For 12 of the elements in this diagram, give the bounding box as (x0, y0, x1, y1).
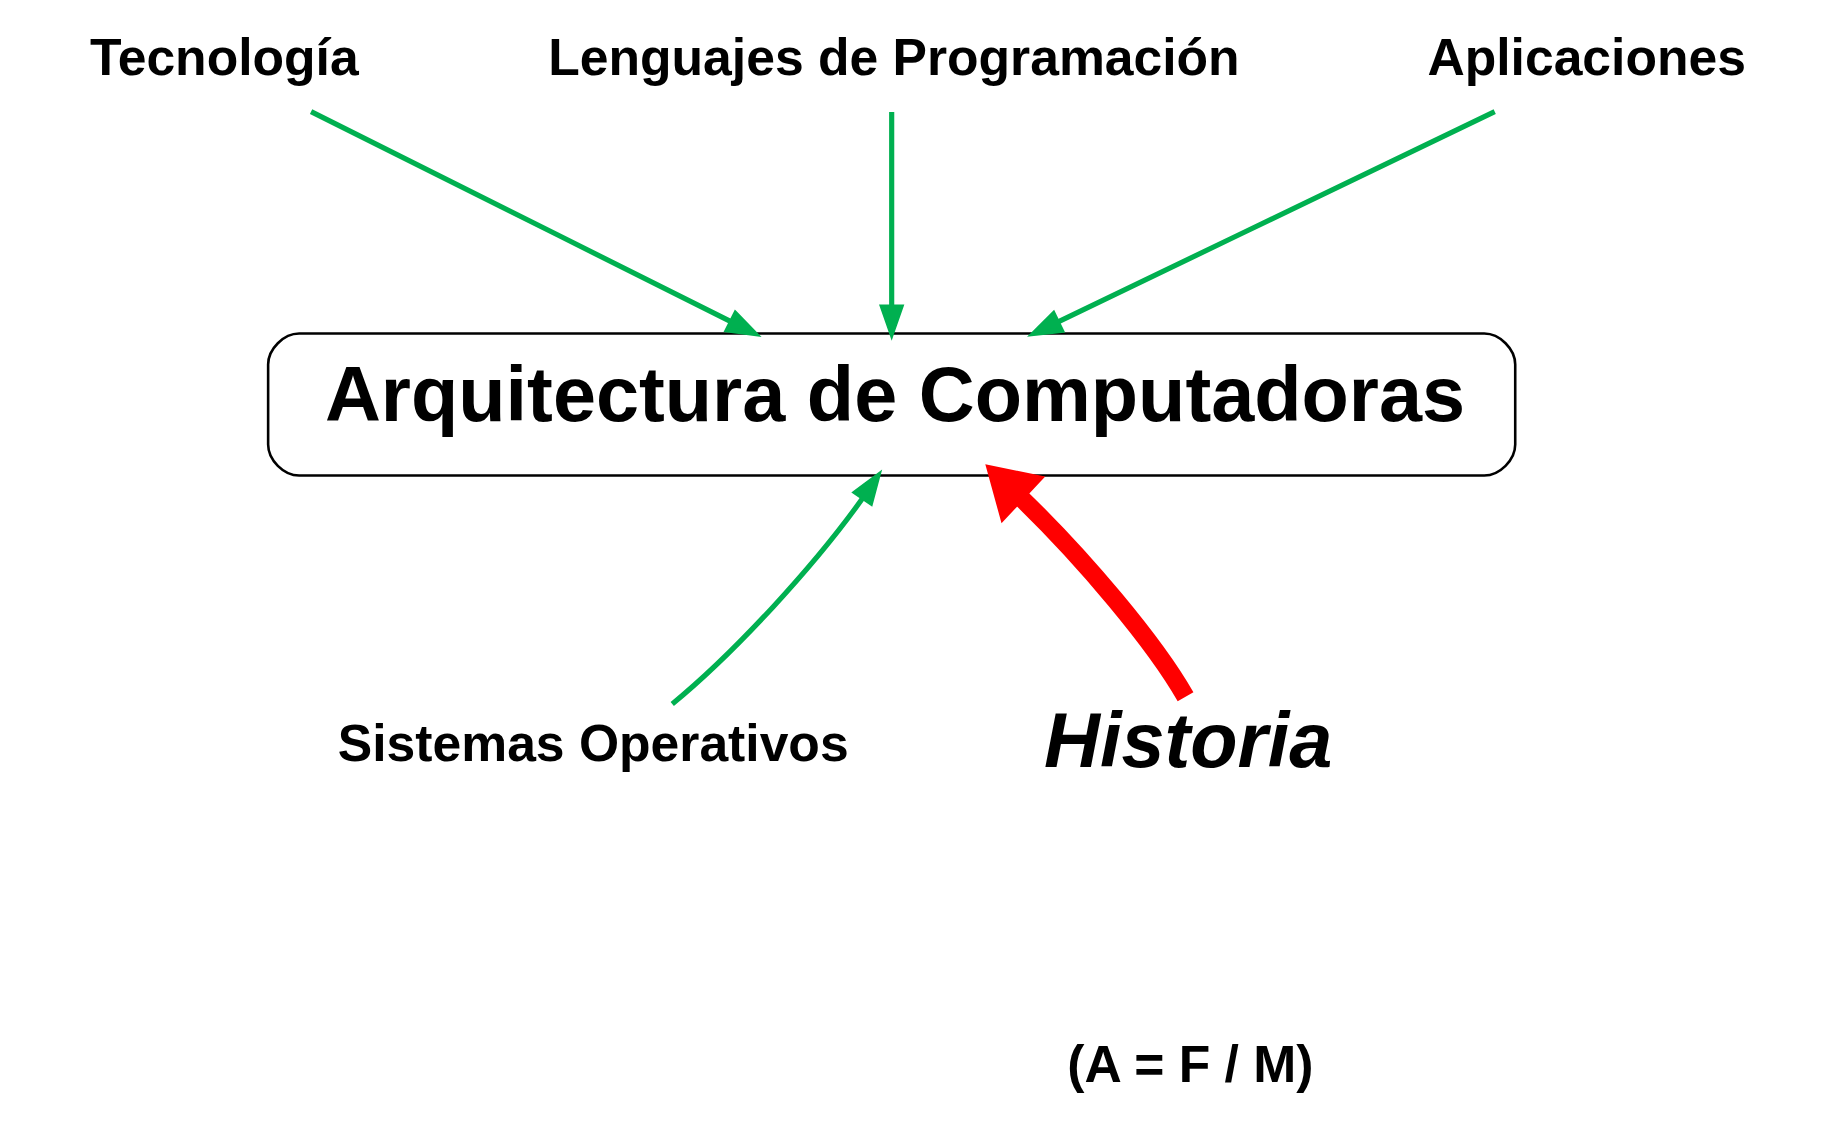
node-text: Sistemas Operativos (337, 713, 849, 772)
arrow (1026, 109, 1496, 337)
node-text: Tecnología (89, 28, 359, 87)
node-text: Historia (1043, 697, 1332, 784)
label: (A = F / M) (1066, 1035, 1313, 1094)
arrow (878, 112, 904, 341)
node-text: Aplicaciones (1426, 28, 1746, 87)
arrow (984, 464, 1193, 702)
arrow (670, 469, 882, 706)
node-box: Arquitectura de Computadoras (266, 332, 1516, 477)
arrow (309, 109, 762, 337)
node-text: Lenguajes de Programación (547, 28, 1240, 87)
